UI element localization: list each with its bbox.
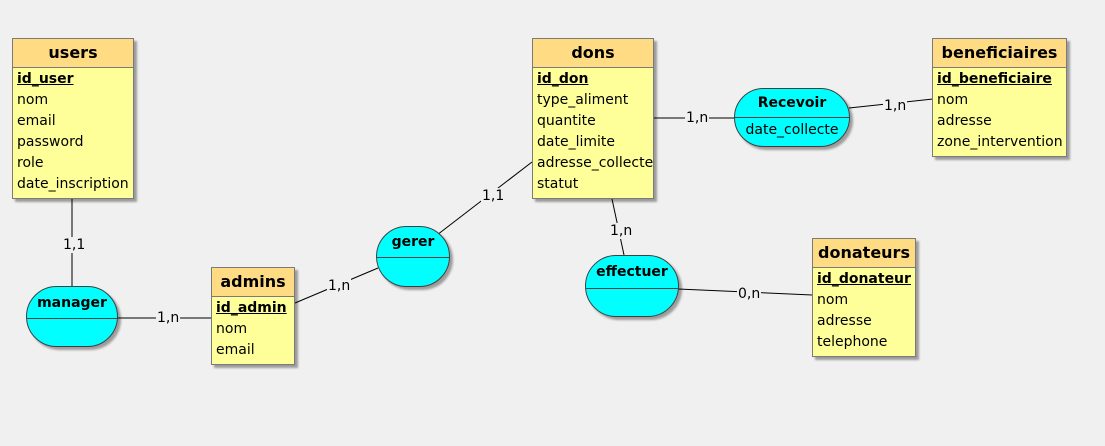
association-attribute: date_collecte [745,122,839,138]
primary-key: id_don [537,71,589,87]
attribute: nom [937,92,969,108]
attribute: adresse_collecte [537,155,654,171]
attribute: adresse [937,113,992,129]
attribute: nom [817,292,849,308]
primary-key: id_admin [216,300,287,316]
entity-users: users id_user nom email password role da… [12,38,134,199]
attribute: zone_intervention [937,134,1063,150]
attribute: type_aliment [537,92,629,108]
entity-admins: admins id_admin nom email [211,267,295,365]
attribute: email [216,342,255,358]
attribute: quantite [537,113,596,129]
cardinality-effectuer-donateurs: 0,n [737,286,762,302]
association-recevoir: Recevoir date_collecte [734,88,850,147]
entity-title: users [13,39,133,68]
attribute: date_limite [537,134,615,150]
cardinality-dons-recevoir: 1,n [685,110,710,126]
association-effectuer: effectuer [585,255,679,317]
cardinality-admins-gerer: 1,n [327,278,352,294]
attribute: statut [537,176,579,192]
entity-title: dons [533,39,653,68]
attribute: email [17,113,56,129]
attribute: role [17,155,44,171]
cardinality-recevoir-beneficiaires: 1,n [883,98,908,114]
association-title: Recevoir [735,89,849,118]
primary-key: id_beneficiaire [937,71,1052,87]
association-title: manager [27,287,117,319]
entity-title: donateurs [813,239,915,268]
entity-dons: dons id_don type_aliment quantite date_l… [532,38,654,199]
attribute: nom [17,92,49,108]
cardinality-dons-effectuer: 1,n [609,223,634,239]
attribute: password [17,134,84,150]
attribute: adresse [817,313,872,329]
entity-beneficiaires: beneficiaires id_beneficiaire nom adress… [932,38,1067,157]
entity-donateurs: donateurs id_donateur nom adresse teleph… [812,238,916,357]
primary-key: id_user [17,71,74,87]
association-gerer: gerer [376,226,450,287]
attribute: nom [216,321,248,337]
attribute: date_inscription [17,176,129,192]
association-title: gerer [377,227,449,258]
primary-key: id_donateur [817,271,911,287]
entity-title: admins [212,268,294,297]
association-title: effectuer [586,256,678,289]
association-manager: manager [26,286,118,347]
attribute: telephone [817,334,888,350]
cardinality-users-manager: 1,1 [62,237,87,253]
cardinality-gerer-dons: 1,1 [481,188,506,204]
cardinality-manager-admins: 1,n [156,310,181,326]
entity-title: beneficiaires [933,39,1066,68]
